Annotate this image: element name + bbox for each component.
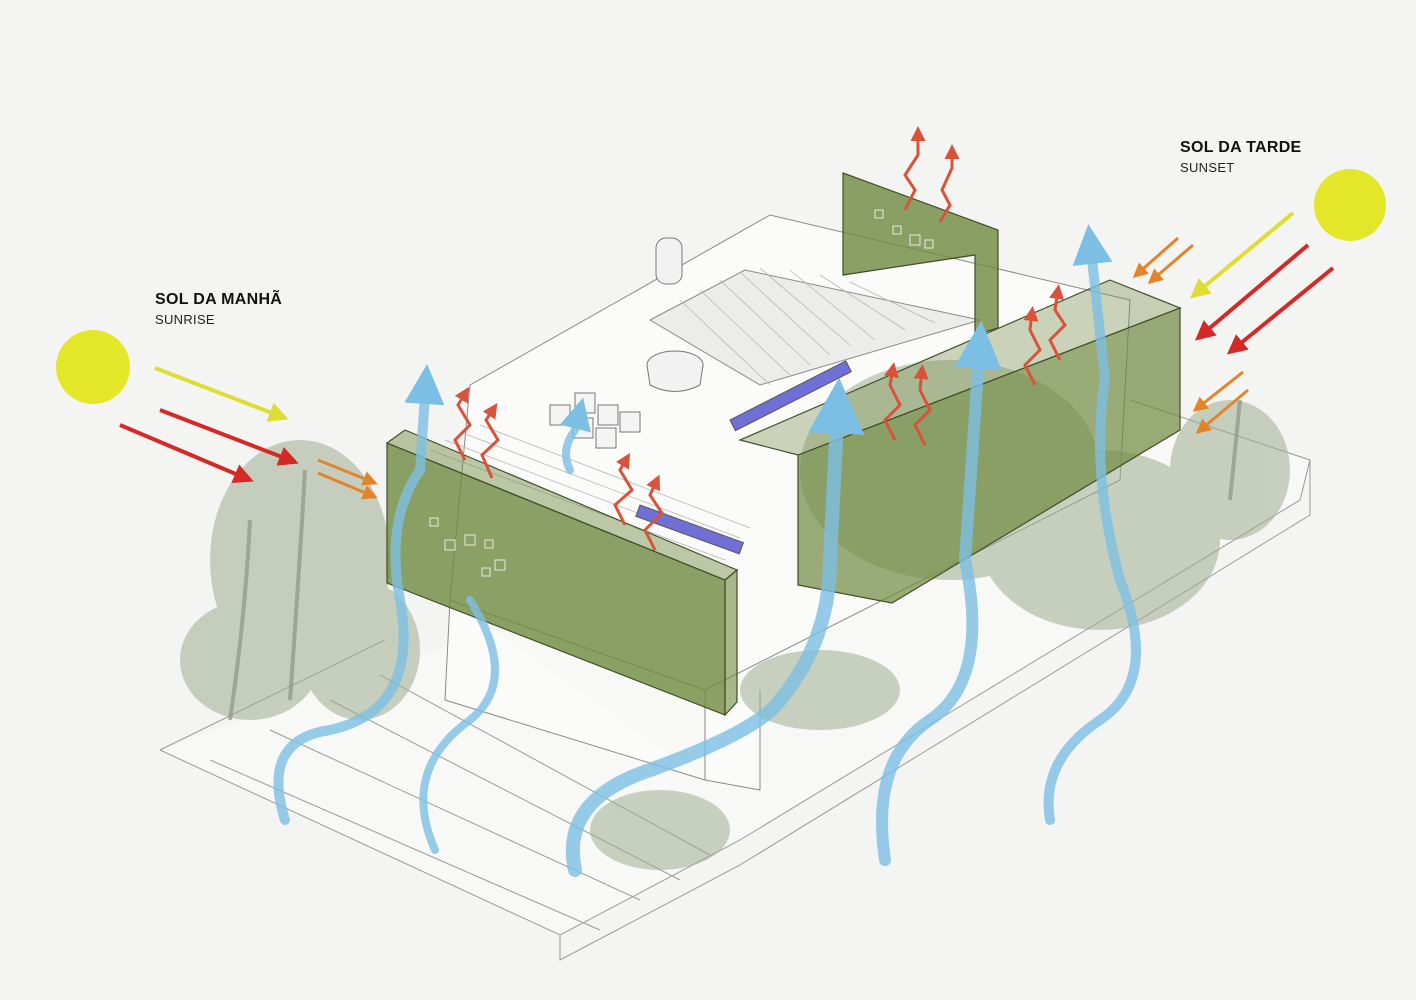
sun-icon: [56, 330, 130, 404]
skylight: [635, 504, 745, 555]
green-screen-panel: [385, 429, 739, 717]
morning-sun-title: SOL DA MANHÃ: [155, 291, 283, 308]
afternoon-sun-subtitle: SUNSET: [1180, 160, 1235, 175]
sun-icon: [1314, 169, 1386, 241]
screen-perforations: [429, 209, 934, 577]
palm-trunks: [228, 399, 1242, 721]
solar-ray-arrow: [1132, 211, 1335, 434]
afternoon-sun-title: SOL DA TARDE: [1180, 139, 1302, 156]
heat-exhaust-arrow: [453, 126, 1067, 551]
morning-sun-label: SOL DA MANHÃ SUNRISE: [155, 291, 282, 327]
solar-ray-arrow: [119, 366, 378, 500]
air-flow-arrow: [273, 224, 1141, 877]
afternoon-sun-label: SOL DA TARDE SUNSET: [1180, 139, 1302, 175]
water-tank: [646, 237, 704, 392]
morning-sun-subtitle: SUNRISE: [155, 312, 215, 327]
